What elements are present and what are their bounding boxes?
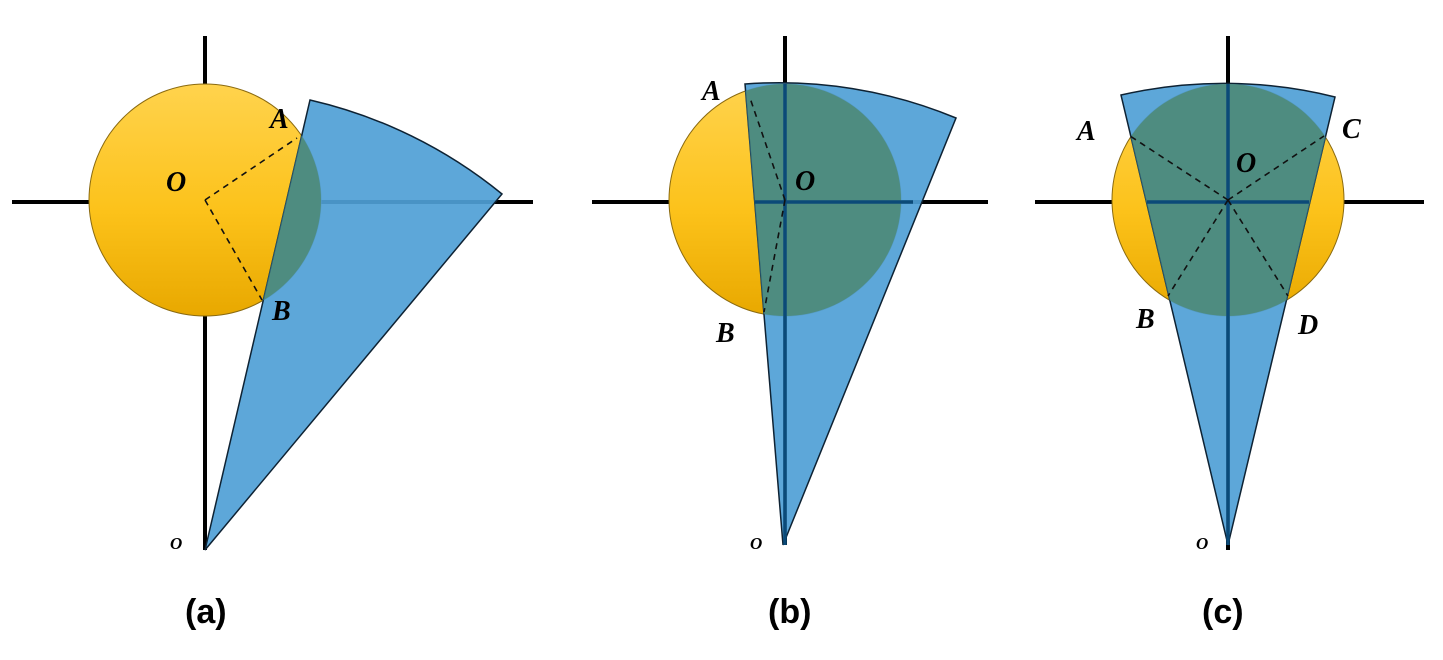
panel-a: A B O O (a) xyxy=(12,36,533,631)
radius-OA xyxy=(749,97,786,201)
point-label-O: O xyxy=(166,167,186,198)
panel-b: A B O O (b) xyxy=(592,36,988,631)
point-label-D: D xyxy=(1297,310,1318,341)
radius-OA xyxy=(1129,135,1229,201)
radius-OB xyxy=(763,199,786,313)
point-label-C: C xyxy=(1342,114,1361,145)
origin-label: O xyxy=(1196,534,1208,553)
point-label-A: A xyxy=(1075,116,1096,147)
origin-label: O xyxy=(750,534,762,553)
point-label-A: A xyxy=(268,104,289,135)
panel-caption: (b) xyxy=(768,593,811,631)
panel-c: A B C D O O (c) xyxy=(1035,36,1424,631)
panel-caption: (c) xyxy=(1202,593,1244,631)
point-label-B: B xyxy=(1135,304,1155,335)
point-label-B: B xyxy=(271,296,291,327)
radius-OB xyxy=(1167,199,1229,297)
radius-OB xyxy=(204,199,263,301)
radius-OD xyxy=(1227,199,1289,297)
radius-OA xyxy=(204,137,298,201)
origin-label: O xyxy=(170,534,182,553)
panel-caption: (a) xyxy=(185,593,227,631)
point-label-B: B xyxy=(715,318,735,349)
point-label-O: O xyxy=(1236,148,1256,179)
radius-OC xyxy=(1227,135,1325,201)
point-label-A: A xyxy=(700,76,721,107)
sector xyxy=(204,99,504,551)
point-label-O: O xyxy=(795,166,815,197)
